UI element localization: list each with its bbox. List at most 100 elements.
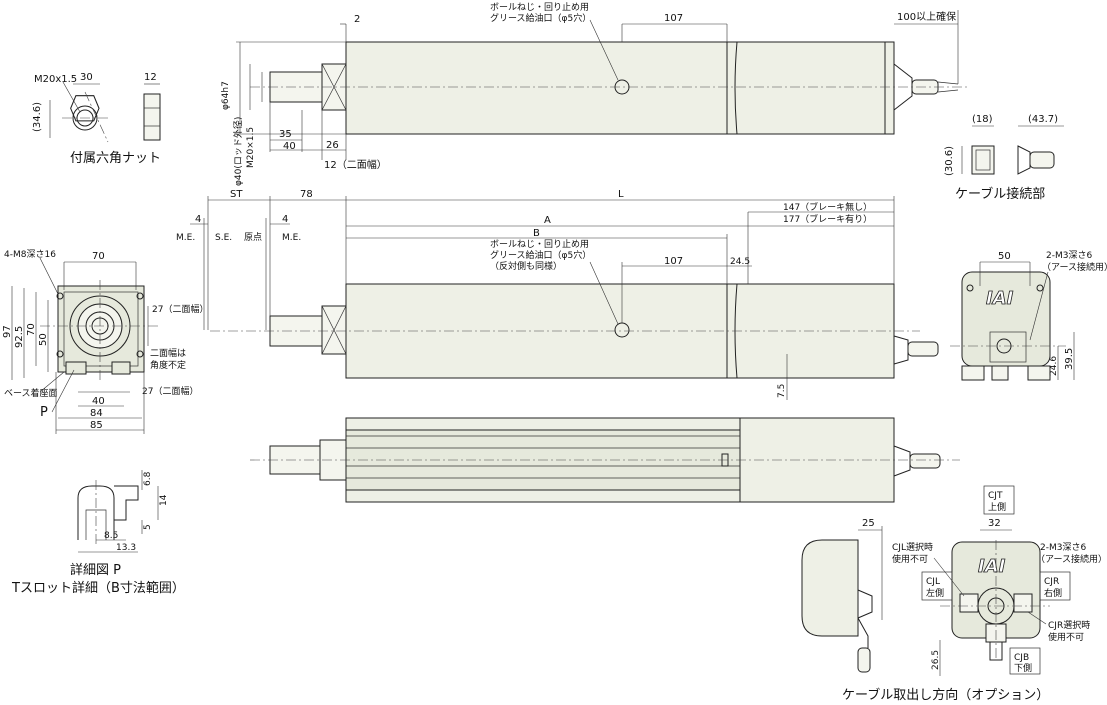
front-dim-50: 50 [38,333,49,346]
side-grease-note-3: （反対側も同様） [490,260,562,272]
cjl-note-2: 使用不可 [892,553,928,565]
cjl-note-1: CJL選択時 [892,541,933,553]
cjr-note-2: 使用不可 [1048,631,1084,643]
end-plate [961,271,1051,367]
cjl-box [921,571,953,601]
option-earth-label: （アース接続用） [1036,553,1107,565]
dim-34-6: (34.6) [32,102,43,132]
cjr-box [1039,571,1071,601]
dim-st: ST [230,189,243,200]
label-se: S.E. [215,233,232,243]
dim-L: L [618,189,624,200]
side-profile [801,539,859,637]
cable-dim-32: 32 [988,518,1001,529]
dim-92-5: 92.5 [14,326,25,348]
motor-body [345,41,895,135]
cjt-label: CJT [988,491,1003,501]
dim-35: 35 [279,129,292,140]
cjb-sub: 下側 [1014,662,1032,674]
side-view: ST 78 L 4 4 M.E. S.E. 原点 M.E. 147（ブレーキ無し… [176,189,939,400]
dim-2: 2 [354,14,360,25]
dim-107: 107 [664,13,683,24]
end-view: IAI 50 2-M3深さ6 （アース接続用） 24.6 39.5 [950,250,1107,381]
side-grease-note-1: ボールねじ・回り止め用 [490,238,589,250]
grease-note-1: ボールねじ・回り止め用 [490,1,589,13]
dim-cable-clearance: 100以上確保 [897,10,956,23]
end-earth-label: （アース接続用） [1042,261,1107,273]
connector-front [971,145,995,175]
dim-4-right: 4 [282,214,288,225]
dim-5: 5 [143,524,153,530]
tslot-caption: Tスロット詳細（B寸法範囲） [11,580,185,596]
top-view: 2 107 ボールねじ・回り止め用 グリース給油口（φ5穴） 100以上確保 φ… [221,1,970,186]
bottom-view [250,417,960,503]
dim-27-flats-top: 27（二面幅） [152,303,208,315]
dim-97: 97 [2,325,13,338]
dim-8-5: 8.5 [104,531,118,541]
dim-78: 78 [300,189,313,200]
cable-dir-caption: ケーブル取出し方向（オプション） [842,687,1049,703]
front-dim-70: 70 [92,251,105,262]
hex-nut-view: M20x1.5 30 (34.6) 12 付属六角ナット [32,72,161,166]
dim-12: 12 [144,72,157,83]
connector-side [1017,145,1031,175]
dim-14: 14 [159,494,169,506]
cable-dim-26-5: 26.5 [931,650,941,670]
front-dim-70-vertical: 70 [26,323,37,336]
dim-30: 30 [80,72,93,83]
dim-12-flats: 12（二面幅） [324,158,387,171]
nut-side [143,93,161,141]
detail-p-caption: 詳細図 P [70,562,121,578]
dim-177: 177（ブレーキ有り） [783,213,872,225]
front-view: 4-M8深さ16 70 97 92.5 70 50 27（二面幅） 二面幅は 角… [2,249,208,434]
dim-24-5: 24.5 [730,257,750,267]
cjr-note-1: CJR選択時 [1048,619,1090,631]
front-taps-label: 4-M8深さ16 [4,249,56,260]
side-grease-note-2: グリース給油口（φ5穴） [490,249,591,261]
cable-connection-view: (18) (30.6) (43.7) ケーブル接続部 [944,114,1064,202]
detail-p-view: 6.8 14 5 8.5 13.3 詳細図 P Tスロット詳細（B寸法範囲） [11,470,185,596]
cjr-label: CJR [1044,577,1059,587]
dim-27-flats-bottom: 27（二面幅） [142,385,198,397]
dim-39-5: 39.5 [1064,348,1075,370]
flats-note-2: 角度不定 [150,359,186,371]
end-taps-label: 2-M3深さ6 [1046,250,1092,261]
dim-30-6: (30.6) [944,146,955,176]
option-taps-label: 2-M3深さ6 [1040,542,1086,553]
dim-m20: M20×1.5 [246,127,256,168]
dim-85: 85 [90,420,103,431]
front-dim-40: 40 [92,396,105,407]
iai-logo: IAI [986,288,1014,309]
cjr-sub: 右側 [1044,587,1062,599]
dim-40: 40 [283,141,296,152]
dim-84: 84 [90,408,103,419]
label-me-left: M.E. [176,233,195,243]
dim-7-5: 7.5 [777,384,787,398]
dim-18: (18) [972,114,993,125]
dim-13-3: 13.3 [116,543,136,553]
detail-p-marker: P [40,405,48,420]
end-dim-50: 50 [998,251,1011,262]
cjb-box [1009,647,1041,675]
cjt-box [983,485,1015,515]
grease-note-2: グリース給油口（φ5穴） [490,12,591,24]
dim-147: 147（ブレーキ無し） [783,201,872,213]
cable-dim-25: 25 [862,518,875,529]
label-origin: 原点 [244,232,262,243]
dim-26: 26 [326,140,339,151]
dim-phi64: φ64h7 [221,81,231,110]
iai-logo-option: IAI [978,556,1006,577]
base-surface-label: ベース着座面 [4,387,58,399]
nut-thread: M20x1.5 [34,74,77,85]
dim-24-6: 24.6 [1049,356,1059,376]
flats-note-1: 二面幅は [150,347,186,359]
dim-4-left: 4 [195,214,201,225]
cjl-sub: 左側 [926,587,944,599]
cable-direction-view: 25 IAI 32 CJT 上側 CJL選択時 使用不可 2-M3深さ6 （アー… [801,485,1107,703]
label-me-right: M.E. [282,233,301,243]
cjl-label: CJL [926,577,940,587]
dim-6-8: 6.8 [143,471,153,486]
side-dim-107: 107 [664,256,683,267]
hex-nut [70,95,100,122]
